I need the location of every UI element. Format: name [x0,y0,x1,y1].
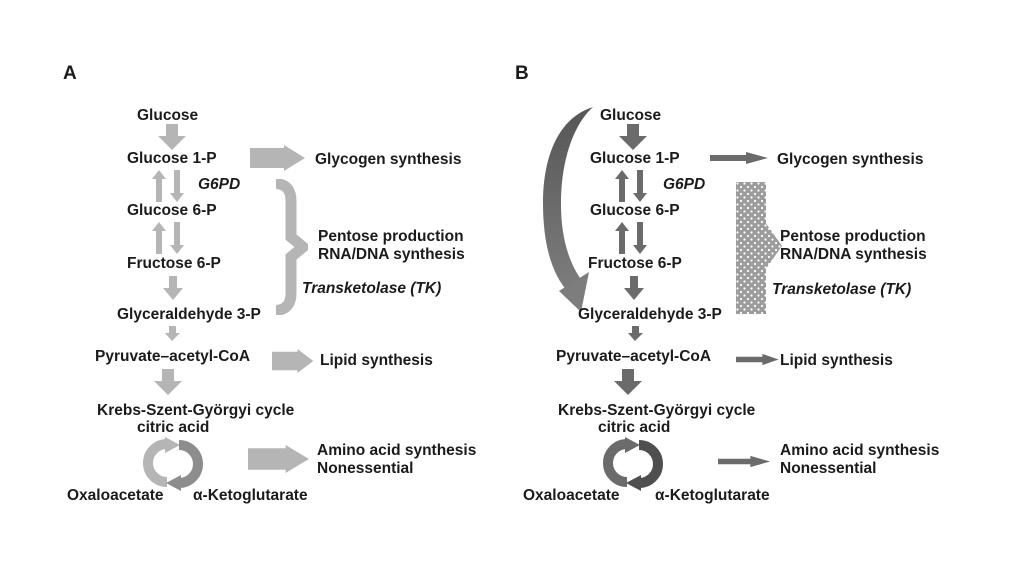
right-arrow-icon [248,445,309,473]
panel-b-label: B [515,63,529,84]
down-arrow-icon [158,124,186,150]
right-arrow-icon [250,145,305,171]
metabolite-alpha-ketoglutarate: α-Ketoglutarate [655,487,770,504]
enzyme-transketolase: Transketolase (TK) [772,281,912,298]
metabolite-glucose-6p: Glucose 6-P [590,202,680,219]
right-arrow-icon [272,349,314,373]
down-arrow-icon [614,369,642,395]
cycle-arrows-icon [603,437,663,491]
pathway-glycogen-synthesis: Glycogen synthesis [777,151,924,168]
pathway-pentose-production: Pentose production [780,228,926,245]
citric-acid-label: citric acid [137,419,210,436]
panel-a: A Glucose Glucose 1-P Glycogen synthesis… [60,60,520,530]
metabolite-oxaloacetate: Oxaloacetate [523,487,620,504]
down-arrow-icon [628,326,643,341]
cycle-arrows-icon [143,437,203,491]
pathway-nonessential: Nonessential [780,460,877,477]
right-arrow-icon [736,353,779,366]
metabolite-pyruvate-acetyl-coa: Pyruvate–acetyl-CoA [95,348,251,365]
reversible-arrows-icon [152,170,184,202]
reversible-arrows-icon [615,170,647,202]
pathway-lipid-synthesis: Lipid synthesis [780,352,893,369]
down-arrow-icon [619,124,647,150]
down-arrow-icon [163,276,183,300]
krebs-cycle-label: Krebs-Szent-Györgyi cycle [97,402,295,419]
dotted-bar-icon [736,182,782,314]
metabolite-glucose-1p: Glucose 1-P [590,150,680,167]
metabolite-glucose: Glucose [600,107,662,124]
down-arrow-icon [154,369,182,395]
pathway-glycogen-synthesis: Glycogen synthesis [315,151,462,168]
metabolite-oxaloacetate: Oxaloacetate [67,487,164,504]
pathway-nonessential: Nonessential [317,460,414,477]
right-arrow-icon [718,455,771,468]
pathway-amino-acid-synthesis: Amino acid synthesis [780,442,940,459]
right-arrow-icon [710,152,768,164]
citric-acid-label: citric acid [598,419,671,436]
pathway-pentose-production: Pentose production [318,228,464,245]
krebs-cycle-label: Krebs-Szent-Györgyi cycle [558,402,756,419]
curved-arrow-icon [543,107,593,312]
brace-icon [276,179,308,315]
panel-a-label: A [63,63,77,84]
metabolite-glyceraldehyde-3p: Glyceraldehyde 3-P [117,306,261,323]
metabolite-glyceraldehyde-3p: Glyceraldehyde 3-P [578,306,722,323]
down-arrow-icon [165,326,180,341]
pathway-rna-dna-synthesis: RNA/DNA synthesis [780,246,927,263]
pathway-amino-acid-synthesis: Amino acid synthesis [317,442,477,459]
enzyme-transketolase: Transketolase (TK) [302,280,442,297]
metabolite-glucose-6p: Glucose 6-P [127,202,217,219]
metabolite-alpha-ketoglutarate: α-Ketoglutarate [193,487,308,504]
panel-b: B Glucose Glucose 1-P Glycogen synthesis… [510,60,970,530]
reversible-arrows-icon [615,222,647,254]
pathway-rna-dna-synthesis: RNA/DNA synthesis [318,246,465,263]
metabolite-pyruvate-acetyl-coa: Pyruvate–acetyl-CoA [556,348,712,365]
metabolite-fructose-6p: Fructose 6-P [588,255,682,272]
enzyme-g6pd: G6PD [663,176,706,193]
metabolite-glucose: Glucose [137,107,199,124]
down-arrow-icon [624,276,644,300]
pathway-lipid-synthesis: Lipid synthesis [320,352,433,369]
enzyme-g6pd: G6PD [198,176,241,193]
metabolite-glucose-1p: Glucose 1-P [127,150,217,167]
reversible-arrows-icon [152,222,184,254]
metabolite-fructose-6p: Fructose 6-P [127,255,221,272]
